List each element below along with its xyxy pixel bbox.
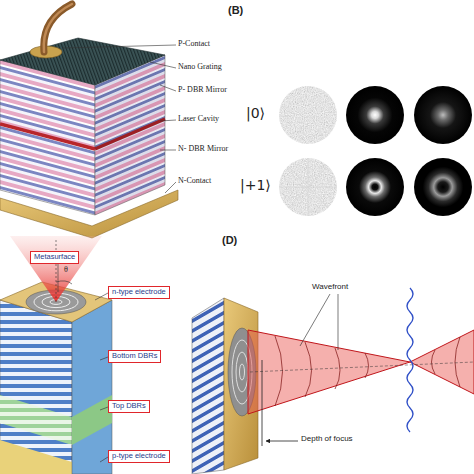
leader-line (338, 294, 339, 350)
panel-letter: (D) (222, 234, 237, 246)
focal-wave (407, 288, 413, 432)
sector-line (308, 187, 337, 188)
leader-line (160, 150, 176, 151)
callout-text: Bottom DBRs (112, 352, 157, 361)
metasurface-vcsel (0, 236, 112, 474)
leader-line (100, 407, 108, 410)
sector-line (279, 187, 308, 188)
callout-box: Metasurface (30, 251, 79, 264)
callout-text: Metasurface (34, 253, 75, 262)
contact-wire (44, 4, 72, 52)
callout-text: n-type electrode (112, 288, 166, 297)
diverging-beam (410, 330, 474, 394)
dbr-stack-side (192, 298, 224, 474)
wavefront-arc (335, 348, 340, 389)
vortex-ring-far (414, 158, 472, 216)
dbr-stack-side (72, 300, 112, 474)
leader-line (160, 120, 176, 121)
leader-line (95, 293, 108, 300)
metasurface-ring (236, 352, 248, 392)
beam-profiles (279, 86, 472, 216)
contact-wire-highlight (44, 4, 72, 52)
annotation: Wavefront (312, 283, 348, 292)
nano-grating (0, 38, 165, 85)
callout-box: p-type electrode (108, 450, 170, 463)
beam-axis (56, 238, 57, 302)
leader-line (58, 263, 59, 292)
leader-lines-a (62, 45, 176, 193)
part-name: N- DBR Mirror (178, 145, 228, 154)
laser-cavity-layer (0, 124, 95, 149)
annotation: Depth of focus (301, 435, 353, 444)
sector-line (288, 166, 308, 187)
focusing-device (192, 288, 474, 474)
state-label: |+1⟩ (240, 178, 271, 193)
callout-box: Top DBRs (108, 400, 150, 413)
output-beam (10, 236, 102, 302)
top-dbr-side (72, 395, 112, 445)
angle-symbol: θ (64, 266, 68, 275)
sector-line (308, 166, 328, 187)
sector-line (308, 187, 328, 208)
leader-lines-c (58, 263, 108, 462)
leader-line (100, 457, 108, 462)
angle-arc (56, 281, 72, 284)
part-name: Laser Cavity (178, 115, 219, 124)
part-name: P-Contact (178, 40, 210, 49)
leader-line (165, 182, 176, 193)
depth-arrow (266, 441, 298, 442)
metasurface-ring (240, 364, 245, 380)
laser-cavity-layer (95, 119, 165, 149)
converging-beam (248, 330, 410, 414)
state-label: |0⟩ (246, 106, 265, 121)
callout-box: Bottom DBRs (108, 350, 161, 363)
focus-marker (262, 360, 263, 446)
sector-line (288, 187, 308, 208)
callout-text: Top DBRs (112, 402, 146, 411)
leader-line (160, 85, 176, 91)
part-name: P- DBR Mirror (178, 86, 227, 95)
part-name: N-Contact (178, 177, 211, 186)
dbr-stack-front (0, 300, 72, 474)
vcsel-device (0, 4, 178, 238)
wavefront-arc (432, 350, 436, 374)
phase-plate-plain (279, 86, 337, 144)
phase-plate-spiral (279, 158, 337, 216)
callout-text: p-type electrode (112, 452, 166, 461)
wavefront-arc (455, 337, 460, 387)
optical-axis (250, 362, 474, 372)
p-electrode-layer (0, 440, 72, 474)
dbr-stack-front (0, 60, 95, 215)
leader-line (300, 294, 330, 346)
wavefront-arc (365, 353, 369, 378)
part-name: Nano Grating (178, 63, 222, 72)
callout-box: n-type electrode (108, 286, 170, 299)
spiral-sectors (279, 158, 337, 216)
leader-line (150, 62, 176, 68)
sector-line (308, 187, 309, 216)
top-dbr-layers (0, 395, 72, 445)
gaussian-spot (346, 86, 404, 144)
leader-line (62, 45, 176, 48)
leader-line (100, 357, 108, 360)
sector-line (308, 158, 309, 187)
gaussian-spot-far (414, 86, 472, 144)
vortex-ring (346, 158, 404, 216)
wavefronts (275, 336, 460, 406)
panel-letter: (B) (228, 4, 243, 16)
